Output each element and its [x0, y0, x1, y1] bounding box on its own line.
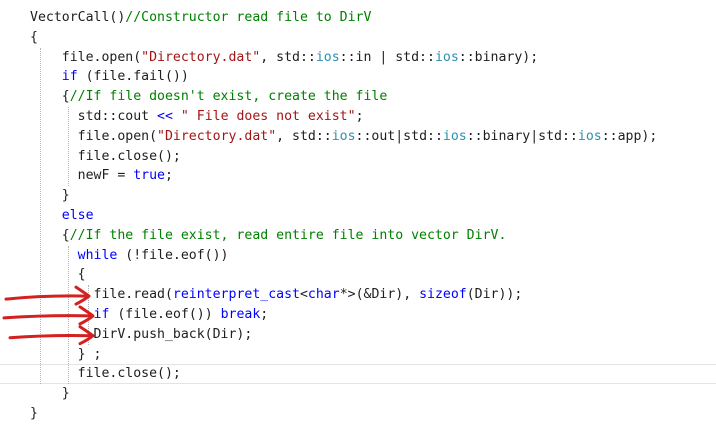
keyword-token: char [307, 287, 340, 303]
plain-token: ; [164, 168, 173, 184]
comment-token: //Constructor read file to DirV [125, 10, 372, 25]
comment-token: //If file doesn't exist, create the file [69, 89, 388, 105]
plain-token: file.close(); [30, 366, 181, 382]
code-line[interactable]: file.read(reinterpret_cast<char*>(&Dir),… [0, 285, 716, 305]
plain-token: DirV.push_back(Dir); [30, 326, 253, 342]
plain-token: } [30, 188, 70, 204]
plain-token: { [30, 29, 38, 45]
code-line[interactable]: {//If file doesn't exist, create the fil… [0, 87, 716, 107]
keyword-token: true [133, 168, 165, 184]
plain-token: ::binary|std:: [466, 128, 578, 144]
keyword-token: reinterpret_cast [172, 287, 300, 303]
indent-guide [40, 47, 41, 385]
code-line[interactable]: file.open("Directory.dat", std::ios::in … [0, 48, 716, 68]
plain-token: , std:: [260, 49, 316, 65]
plain-token [30, 208, 62, 223]
plain-token: ; [260, 307, 269, 322]
string-token: " File does not exist" [180, 109, 356, 124]
keyword-token: sizeof [419, 287, 467, 303]
plain-token: VectorCall() [30, 10, 126, 25]
type-token: ios [577, 128, 602, 144]
code-line[interactable]: newF = true; [0, 166, 716, 186]
plain-token: (Dir)); [466, 287, 523, 303]
plain-token: file.close(); [30, 148, 181, 164]
plain-token: file.open( [30, 49, 142, 65]
plain-token [173, 109, 181, 124]
code-line[interactable]: } [0, 404, 716, 424]
code-line[interactable]: if (file.eof()) break; [0, 305, 716, 325]
keyword-token: if [61, 69, 78, 85]
code-line[interactable]: std::cout << " File does not exist"; [0, 107, 716, 127]
plain-token: { [30, 267, 86, 283]
code-line[interactable]: file.open("Directory.dat", std::ios::out… [0, 127, 716, 147]
plain-token: (file.fail()) [77, 69, 189, 85]
code-line[interactable]: while (!file.eof()) [0, 246, 716, 266]
plain-token: { [30, 227, 70, 243]
keyword-token: break [220, 307, 261, 322]
keyword-token: if [93, 307, 110, 322]
plain-token: file.open( [30, 128, 158, 144]
keyword-token: while [77, 247, 118, 263]
comment-token: //If the file exist, read entire file in… [69, 227, 507, 243]
plain-token: *>(&Dir), [339, 287, 420, 303]
type-token: ios [331, 128, 356, 144]
plain-token: ::binary); [458, 49, 539, 65]
type-token: ios [442, 128, 467, 144]
code-line[interactable]: { [0, 28, 716, 48]
plain-token: std::cout [30, 109, 158, 124]
plain-token: } [30, 386, 70, 402]
code-line[interactable]: } ; [0, 345, 716, 365]
code-line[interactable]: } [0, 384, 716, 404]
string-token: "Directory.dat" [141, 49, 261, 65]
code-line[interactable]: } [0, 186, 716, 206]
code-line[interactable]: if (file.fail()) [0, 67, 716, 87]
keyword-token: << [157, 109, 173, 124]
type-token: ios [434, 49, 459, 65]
plain-token: } ; [30, 346, 102, 362]
plain-token: file.read( [30, 287, 173, 303]
string-token: "Directory.dat" [157, 128, 277, 144]
plain-token: < [299, 287, 308, 303]
code-line[interactable]: DirV.push_back(Dir); [0, 325, 716, 345]
plain-token: ::app); [601, 128, 658, 144]
keyword-token: else [61, 208, 94, 223]
plain-token: ::in | std:: [339, 49, 435, 65]
code-line[interactable]: file.close(); [0, 364, 716, 385]
plain-token: ; [355, 109, 364, 124]
indent-guide [88, 285, 89, 345]
indent-guide [68, 107, 69, 187]
plain-token [30, 248, 78, 263]
indent-guide [68, 245, 69, 385]
plain-token [30, 69, 62, 84]
plain-token: { [30, 89, 70, 105]
code-line[interactable]: {//If the file exist, read entire file i… [0, 226, 716, 246]
plain-token: ::out|std:: [355, 128, 443, 144]
code-line[interactable]: file.close(); [0, 147, 716, 167]
code-line[interactable]: { [0, 265, 716, 285]
plain-token: newF = [30, 168, 134, 184]
plain-token: } [30, 406, 38, 421]
plain-token: (!file.eof()) [117, 247, 229, 263]
plain-token: (file.eof()) [109, 307, 221, 322]
code-line[interactable]: else [0, 206, 716, 226]
code-line[interactable]: VectorCall()//Constructor read file to D… [0, 8, 716, 28]
type-token: ios [315, 49, 340, 65]
plain-token: , std:: [276, 128, 332, 144]
